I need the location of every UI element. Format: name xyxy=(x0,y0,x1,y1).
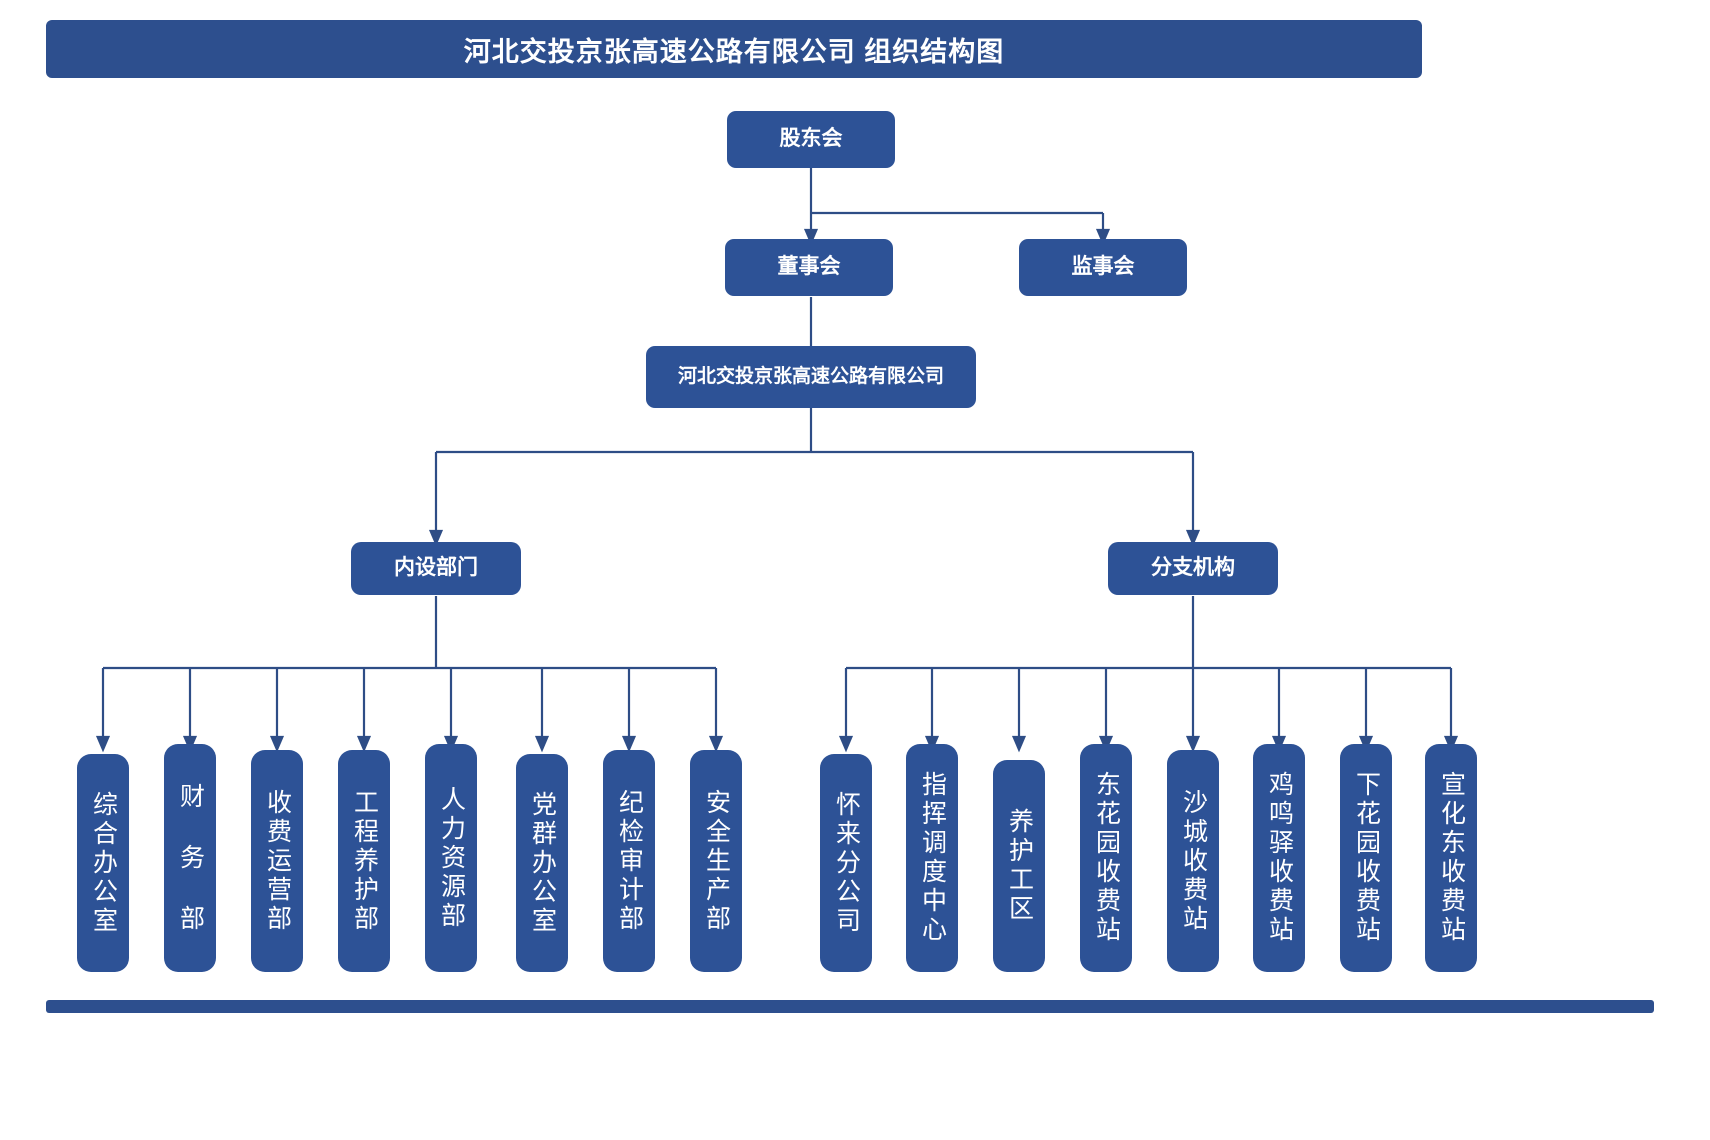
leaf-internal-7[interactable]: 安全生产部 xyxy=(690,750,742,972)
node-label: 内设部门 xyxy=(394,556,478,580)
leaf-label: 综合办公室 xyxy=(89,790,118,936)
leaf-internal-5[interactable]: 党群办公室 xyxy=(516,754,568,972)
node-label: 股东会 xyxy=(779,127,843,151)
leaf-internal-2[interactable]: 收费运营部 xyxy=(251,750,303,972)
leaf-internal-4[interactable]: 人力资源部 xyxy=(425,744,477,972)
leaf-label: 宣化东收费站 xyxy=(1437,771,1466,945)
leaf-branch-3[interactable]: 东花园收费站 xyxy=(1080,744,1132,972)
node-branch-organizations[interactable]: 分支机构 xyxy=(1108,542,1278,595)
leaf-label: 工程养护部 xyxy=(350,788,379,934)
leaf-internal-3[interactable]: 工程养护部 xyxy=(338,750,390,972)
leaf-branch-4[interactable]: 沙城收费站 xyxy=(1167,750,1219,972)
leaf-label: 东花园收费站 xyxy=(1092,771,1121,945)
node-company[interactable]: 河北交投京张高速公路有限公司 xyxy=(646,346,976,408)
node-board-of-directors[interactable]: 董事会 xyxy=(725,239,893,296)
leaf-label: 指挥调度中心 xyxy=(918,771,947,945)
leaf-label: 党群办公室 xyxy=(528,790,557,936)
leaf-label: 收费运营部 xyxy=(263,788,292,934)
leaf-branch-7[interactable]: 宣化东收费站 xyxy=(1425,744,1477,972)
node-board-of-supervisors[interactable]: 监事会 xyxy=(1019,239,1187,296)
leaf-label: 财 务 部 xyxy=(176,782,205,934)
leaf-branch-0[interactable]: 怀来分公司 xyxy=(820,754,872,972)
leaf-internal-0[interactable]: 综合办公室 xyxy=(77,754,129,972)
leaf-label: 怀来分公司 xyxy=(832,790,861,936)
node-label: 监事会 xyxy=(1071,255,1135,279)
leaf-label: 纪检审计部 xyxy=(615,788,644,934)
leaf-branch-5[interactable]: 鸡鸣驿收费站 xyxy=(1253,744,1305,972)
node-internal-departments[interactable]: 内设部门 xyxy=(351,542,521,595)
leaf-label: 养护工区 xyxy=(1005,808,1034,924)
leaf-internal-1[interactable]: 财 务 部 xyxy=(164,744,216,972)
footer-accent-bar xyxy=(46,1000,1654,1013)
leaf-label: 人力资源部 xyxy=(437,785,466,931)
leaf-internal-6[interactable]: 纪检审计部 xyxy=(603,750,655,972)
leaf-branch-6[interactable]: 下花园收费站 xyxy=(1340,744,1392,972)
page-title: 河北交投京张高速公路有限公司 组织结构图 xyxy=(463,36,1005,67)
node-label: 分支机构 xyxy=(1151,556,1235,580)
leaf-label: 沙城收费站 xyxy=(1179,788,1208,934)
leaf-branch-2[interactable]: 养护工区 xyxy=(993,760,1045,972)
node-label: 董事会 xyxy=(777,255,841,279)
chart-title-banner: 河北交投京张高速公路有限公司 组织结构图 xyxy=(46,20,1422,78)
leaf-label: 下花园收费站 xyxy=(1352,771,1381,945)
leaf-label: 安全生产部 xyxy=(702,788,731,934)
leaf-branch-1[interactable]: 指挥调度中心 xyxy=(906,744,958,972)
leaf-label: 鸡鸣驿收费站 xyxy=(1265,771,1294,945)
node-shareholders-meeting[interactable]: 股东会 xyxy=(727,111,895,168)
node-label: 河北交投京张高速公路有限公司 xyxy=(677,366,944,388)
